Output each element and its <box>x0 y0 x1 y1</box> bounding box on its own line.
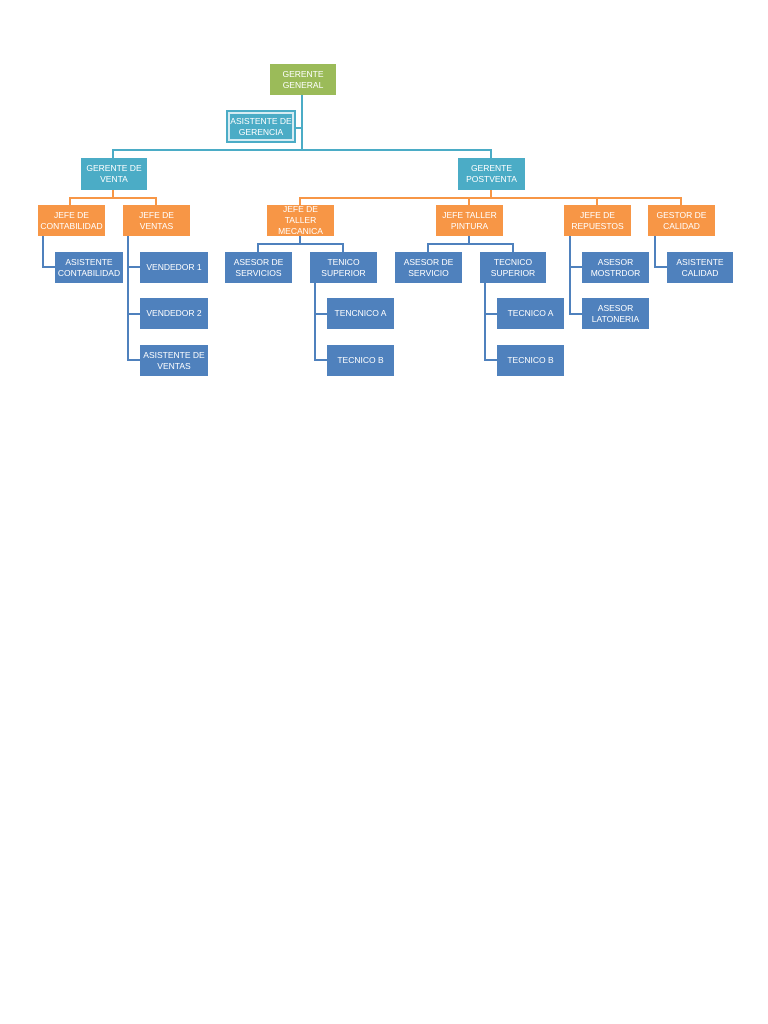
node-gerente-general: GERENTE GENERAL <box>270 64 336 95</box>
node-asistente-calidad: ASISTENTE CALIDAD <box>667 252 733 283</box>
node-asesor-servicios: ASESOR DE SERVICIOS <box>225 252 292 283</box>
node-asistente-ventas: ASISTENTE DE VENTAS <box>140 345 208 376</box>
node-tecnico-b-mecanica: TECNICO B <box>327 345 394 376</box>
connector-line <box>127 236 140 361</box>
node-jefe-contabilidad: JEFE DE CONTABILIDAD <box>38 205 105 236</box>
connector-line <box>654 236 667 268</box>
connector-line <box>42 236 55 268</box>
node-jefe-taller-pintura: JEFE TALLER PINTURA <box>436 205 503 236</box>
teal-connectors <box>112 95 492 158</box>
connector-line <box>257 243 344 252</box>
node-tecnico-b-pintura: TECNICO B <box>497 345 564 376</box>
node-tenico-superior: TENICO SUPERIOR <box>310 252 377 283</box>
connector-line <box>314 283 327 361</box>
node-asistente-gerencia: ASISTENTE DE GERENCIA <box>226 110 296 143</box>
orange-connectors <box>69 190 682 205</box>
connector-line <box>299 197 682 205</box>
blue-connectors <box>42 236 667 361</box>
node-gerente-venta: GERENTE DE VENTA <box>81 158 147 190</box>
connector-line <box>112 149 492 158</box>
connector-line <box>484 283 497 361</box>
node-vendedor-2: VENDEDOR 2 <box>140 298 208 329</box>
node-gestor-calidad: GESTOR DE CALIDAD <box>648 205 715 236</box>
node-asesor-servicio: ASESOR DE SERVICIO <box>395 252 462 283</box>
node-tecnico-a-mecanica: TENCNICO A <box>327 298 394 329</box>
node-jefe-taller-mecanica: JEFE DE TALLER MECANICA <box>267 205 334 236</box>
node-jefe-repuestos: JEFE DE REPUESTOS <box>564 205 631 236</box>
node-asesor-latoneria: ASESOR LATONERIA <box>582 298 649 329</box>
node-gerente-postventa: GERENTE POSTVENTA <box>458 158 525 190</box>
connector-line <box>569 236 582 315</box>
node-asesor-mostrdor: ASESOR MOSTRDOR <box>582 252 649 283</box>
node-vendedor-1: VENDEDOR 1 <box>140 252 208 283</box>
node-jefe-ventas: JEFE DE VENTAS <box>123 205 190 236</box>
connector-line <box>69 197 157 205</box>
node-tecnico-superior-pintura: TECNICO SUPERIOR <box>480 252 546 283</box>
node-tecnico-a-pintura: TECNICO A <box>497 298 564 329</box>
connector-line <box>427 243 514 252</box>
node-asistente-contabilidad: ASISTENTE CONTABILIDAD <box>55 252 123 283</box>
